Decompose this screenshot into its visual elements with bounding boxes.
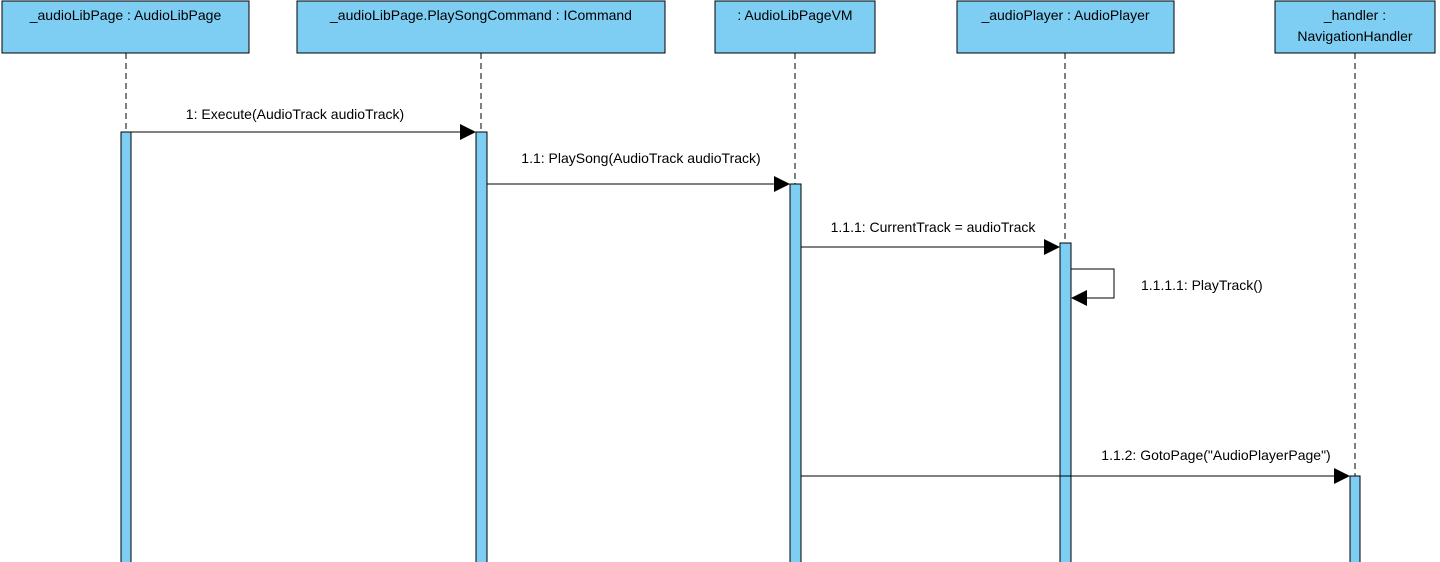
arrowhead [1334, 468, 1350, 484]
lifeline-box[interactable] [296, 0, 666, 54]
message-label: 1.1.1.1: PlayTrack() [1141, 277, 1263, 293]
message-label: 1: Execute(AudioTrack audioTrack) [186, 106, 404, 122]
lifeline-title: _audioLibPage.PlaySongCommand : ICommand [329, 7, 632, 23]
activation-bar-audiolibpagevm [789, 183, 802, 562]
message-label: 1.1.1: CurrentTrack = audioTrack [831, 219, 1037, 235]
lifeline-audiolibpagevm[interactable]: : AudioLibPageVM [714, 0, 876, 54]
message-1-1-1[interactable]: 1.1.1: CurrentTrack = audioTrack [801, 219, 1060, 255]
lifeline-handler[interactable]: _handler : NavigationHandler [1274, 0, 1436, 54]
lifeline-box[interactable] [714, 0, 876, 54]
arrowhead [460, 124, 476, 140]
lifeline-audioplayer[interactable]: _audioPlayer : AudioPlayer [956, 0, 1175, 54]
message-1-1-2[interactable]: 1.1.2: GotoPage("AudioPlayerPage") [801, 447, 1350, 484]
activation-bar-audiolibpage [120, 131, 132, 562]
arrowhead [1044, 239, 1060, 255]
message-label: 1.1: PlaySong(AudioTrack audioTrack) [521, 150, 760, 166]
lifeline-title-line2: NavigationHandler [1297, 28, 1413, 44]
lifeline-playsongcommand[interactable]: _audioLibPage.PlaySongCommand : ICommand [296, 0, 666, 54]
lifeline-audiolibpage[interactable]: _audioLibPage : AudioLibPage [1, 0, 250, 54]
lifeline-title: _audioPlayer : AudioPlayer [980, 7, 1149, 23]
lifeline-box[interactable] [1, 0, 250, 54]
arrowhead [774, 176, 790, 192]
lifeline-lines [125, 53, 1356, 476]
activation-bar-playsongcommand [475, 131, 488, 562]
activation-bar-handler [1349, 475, 1361, 562]
lifeline-title: _audioLibPage : AudioLibPage [29, 7, 222, 23]
activation-bar-audioplayer [1059, 242, 1072, 562]
lifeline-title: _handler : [1323, 7, 1386, 23]
message-1-1[interactable]: 1.1: PlaySong(AudioTrack audioTrack) [487, 150, 790, 192]
message-1-1-1-1-self[interactable]: 1.1.1.1: PlayTrack() [1071, 268, 1263, 306]
activation-bars [120, 131, 1361, 562]
arrowhead [1071, 290, 1087, 306]
message-label: 1.1.2: GotoPage("AudioPlayerPage") [1101, 447, 1330, 463]
lifeline-box[interactable] [956, 0, 1175, 54]
lifeline-box[interactable] [1274, 0, 1436, 54]
message-1[interactable]: 1: Execute(AudioTrack audioTrack) [131, 106, 476, 140]
lifeline-title: : AudioLibPageVM [737, 7, 852, 23]
self-message-line [1071, 268, 1115, 299]
